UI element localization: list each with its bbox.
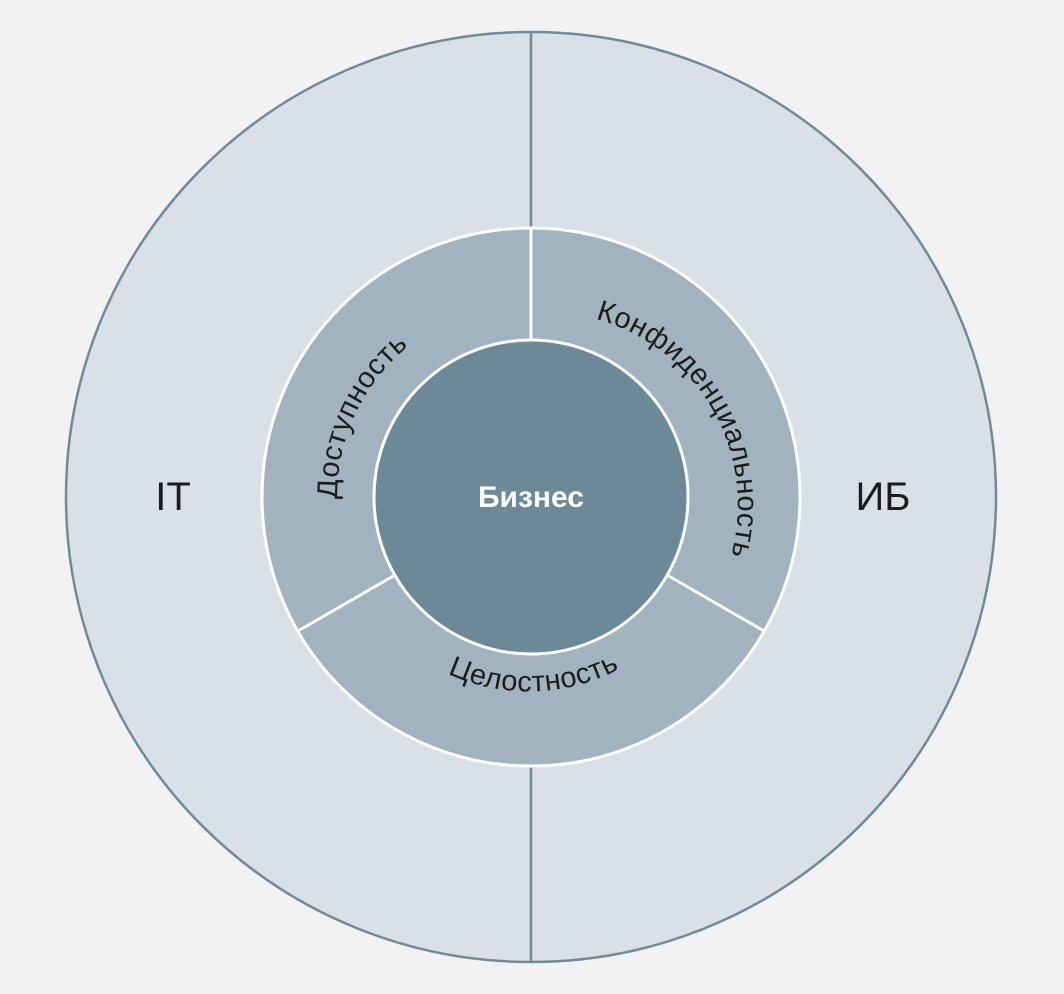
center-label: Бизнес [478,481,584,514]
ring-divider-right [666,573,765,633]
ring-divider-left [297,573,396,633]
it-label: IT [155,475,191,519]
ib-label: ИБ [856,475,911,519]
center-circle [372,338,690,656]
